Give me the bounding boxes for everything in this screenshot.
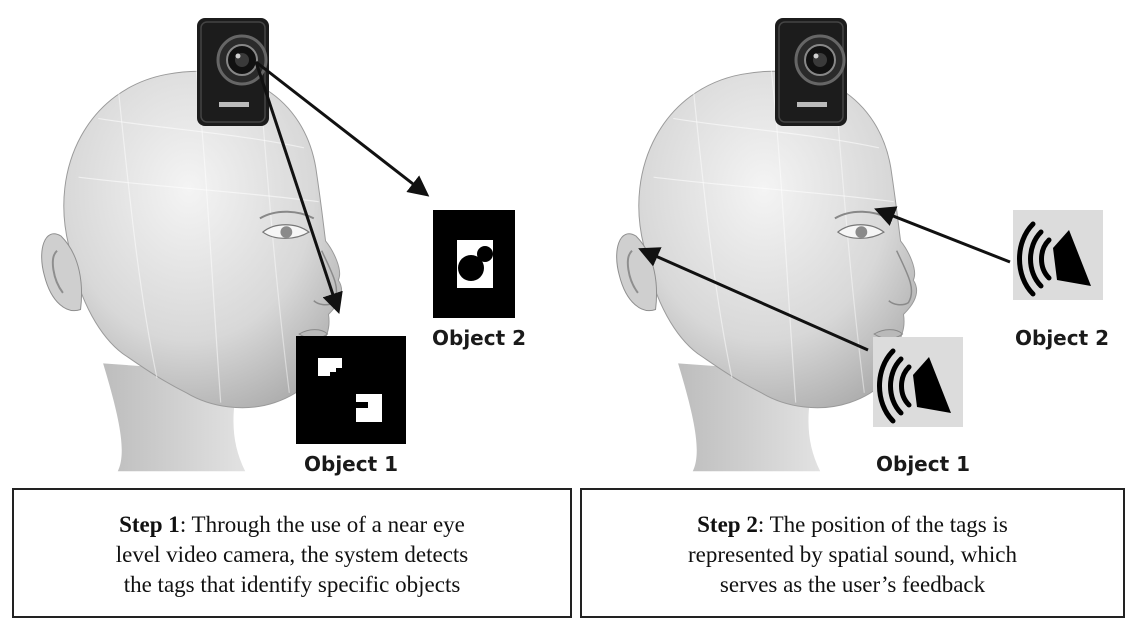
step2-caption-box: Step 2: The position of the tags is repr…: [580, 488, 1125, 618]
right-object1-label: Object 1: [876, 452, 970, 476]
right-object2-label: Object 2: [1015, 326, 1109, 350]
object2-speaker-icon: [1013, 210, 1103, 300]
object1-fiducial-marker-icon: [296, 336, 406, 444]
step1-label: Step 1: [119, 512, 180, 537]
left-object1-label: Object 1: [304, 452, 398, 476]
step2-line1-text: : The position of the tags is: [758, 512, 1008, 537]
step2-caption-line1: Step 2: The position of the tags is: [582, 510, 1123, 540]
step1-line1-text: : Through the use of a near eye: [180, 512, 465, 537]
step2-label: Step 2: [697, 512, 758, 537]
step1-caption-box: Step 1: Through the use of a near eye le…: [12, 488, 572, 618]
step1-caption-line1: Step 1: Through the use of a near eye: [14, 510, 570, 540]
left-object2-label: Object 2: [432, 326, 526, 350]
right-camera-icon: [775, 18, 847, 126]
object1-speaker-icon: [873, 337, 963, 427]
step2-caption-line3: serves as the user’s feedback: [582, 570, 1123, 600]
step2-caption-line2: represented by spatial sound, which: [582, 540, 1123, 570]
step1-caption-line3: the tags that identify specific objects: [14, 570, 570, 600]
object2-fiducial-marker-icon: [433, 210, 515, 318]
step1-caption-line2: level video camera, the system detects: [14, 540, 570, 570]
right-head-illustration: [617, 69, 917, 471]
